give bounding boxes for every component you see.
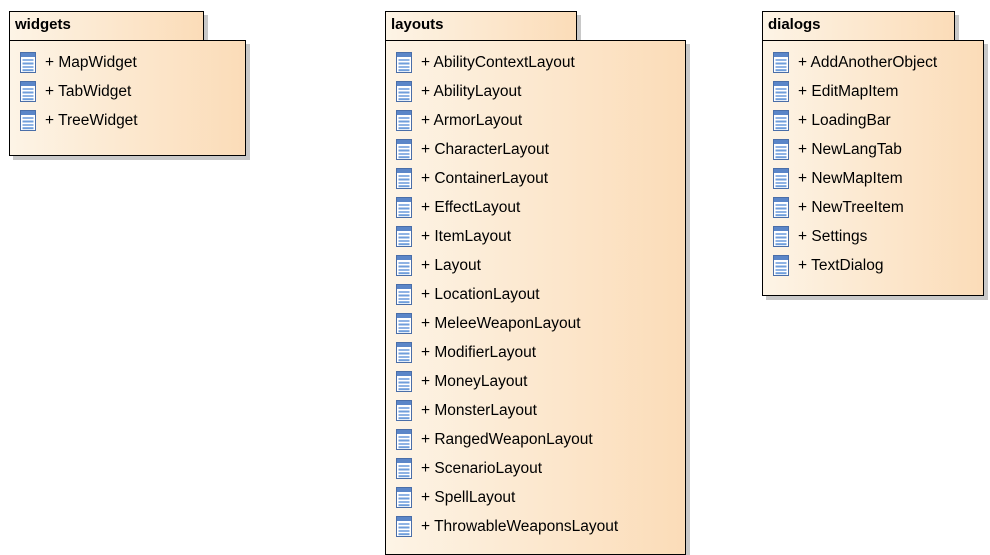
class-item-label: + RangedWeaponLayout [421,430,593,448]
package-title: widgets [15,16,71,33]
class-item-label: + LoadingBar [798,111,891,129]
class-form-icon [396,458,412,479]
package-tab: widgets [9,11,204,41]
class-form-icon [773,197,789,218]
class-item[interactable]: + ThrowableWeaponsLayout [386,512,685,541]
class-form-icon [396,197,412,218]
class-item-label: + Layout [421,256,481,274]
class-item[interactable]: + AbilityLayout [386,77,685,106]
package-tab: dialogs [762,11,955,41]
class-item[interactable]: + NewMapItem [763,164,983,193]
item-list: + AbilityContextLayout + AbilityLayout + A… [386,48,685,541]
class-form-icon [396,400,412,421]
class-form-icon [773,110,789,131]
class-item[interactable]: + EditMapItem [763,77,983,106]
class-item-label: + TabWidget [45,82,132,100]
class-item[interactable]: + NewLangTab [763,135,983,164]
class-item-label: + ScenarioLayout [421,459,543,477]
class-form-icon [20,81,36,102]
class-item[interactable]: + ScenarioLayout [386,454,685,483]
class-item[interactable]: + MapWidget [10,48,245,77]
class-item[interactable]: + EffectLayout [386,193,685,222]
class-item[interactable]: + Layout [386,251,685,280]
class-item-label: + AbilityLayout [421,82,522,100]
class-item-label: + TextDialog [798,256,884,274]
class-item[interactable]: + ArmorLayout [386,106,685,135]
class-item[interactable]: + NewTreeItem [763,193,983,222]
class-form-icon [396,342,412,363]
class-item-label: + EffectLayout [421,198,521,216]
class-item[interactable]: + LoadingBar [763,106,983,135]
class-item[interactable]: + TreeWidget [10,106,245,135]
class-item-label: + MapWidget [45,53,137,71]
class-form-icon [396,371,412,392]
class-form-icon [396,226,412,247]
class-item-label: + MonsterLayout [421,401,537,419]
package-body: + MapWidget + TabWidget + TreeWidget [9,40,246,156]
class-item[interactable]: + ItemLayout [386,222,685,251]
class-item[interactable]: + ModifierLayout [386,338,685,367]
class-item-label: + SpellLayout [421,488,516,506]
class-item-label: + LocationLayout [421,285,540,303]
class-form-icon [396,110,412,131]
class-item[interactable]: + TextDialog [763,251,983,280]
class-form-icon [396,487,412,508]
class-form-icon [396,52,412,73]
package-body: + AddAnotherObject + EditMapItem + Loading… [762,40,984,296]
package-body: + AbilityContextLayout + AbilityLayout + A… [385,40,686,555]
package-tab: layouts [385,11,577,41]
class-form-icon [396,139,412,160]
class-form-icon [396,81,412,102]
class-item[interactable]: + CharacterLayout [386,135,685,164]
item-list: + AddAnotherObject + EditMapItem + Loading… [763,48,983,280]
class-item-label: + ModifierLayout [421,343,537,361]
class-item-label: + ArmorLayout [421,111,523,129]
class-form-icon [20,110,36,131]
class-form-icon [396,284,412,305]
item-list: + MapWidget + TabWidget + TreeWidget [10,48,245,135]
class-item-label: + NewMapItem [798,169,903,187]
class-item[interactable]: + AddAnotherObject [763,48,983,77]
class-item[interactable]: + ContainerLayout [386,164,685,193]
class-form-icon [396,429,412,450]
class-form-icon [396,168,412,189]
class-item-label: + Settings [798,227,868,245]
class-item-label: + ContainerLayout [421,169,549,187]
class-form-icon [773,139,789,160]
class-form-icon [773,52,789,73]
package-title: dialogs [768,16,821,33]
class-form-icon [396,255,412,276]
class-item[interactable]: + MonsterLayout [386,396,685,425]
class-item[interactable]: + TabWidget [10,77,245,106]
class-form-icon [20,52,36,73]
class-item-label: + MoneyLayout [421,372,528,390]
class-item-label: + NewTreeItem [798,198,904,216]
class-item-label: + ThrowableWeaponsLayout [421,517,619,535]
class-item[interactable]: + SpellLayout [386,483,685,512]
class-item[interactable]: + MoneyLayout [386,367,685,396]
class-item-label: + AbilityContextLayout [421,53,575,71]
class-item-label: + CharacterLayout [421,140,549,158]
class-item[interactable]: + MeleeWeaponLayout [386,309,685,338]
class-item[interactable]: + LocationLayout [386,280,685,309]
class-form-icon [773,81,789,102]
class-form-icon [773,255,789,276]
class-form-icon [773,168,789,189]
class-item-label: + ItemLayout [421,227,512,245]
class-form-icon [773,226,789,247]
class-item-label: + EditMapItem [798,82,899,100]
class-item-label: + NewLangTab [798,140,902,158]
class-item[interactable]: + AbilityContextLayout [386,48,685,77]
class-item[interactable]: + RangedWeaponLayout [386,425,685,454]
class-form-icon [396,516,412,537]
class-item-label: + TreeWidget [45,111,138,129]
class-item-label: + AddAnotherObject [798,53,938,71]
class-form-icon [396,313,412,334]
class-item[interactable]: + Settings [763,222,983,251]
package-title: layouts [391,16,444,33]
class-item-label: + MeleeWeaponLayout [421,314,581,332]
